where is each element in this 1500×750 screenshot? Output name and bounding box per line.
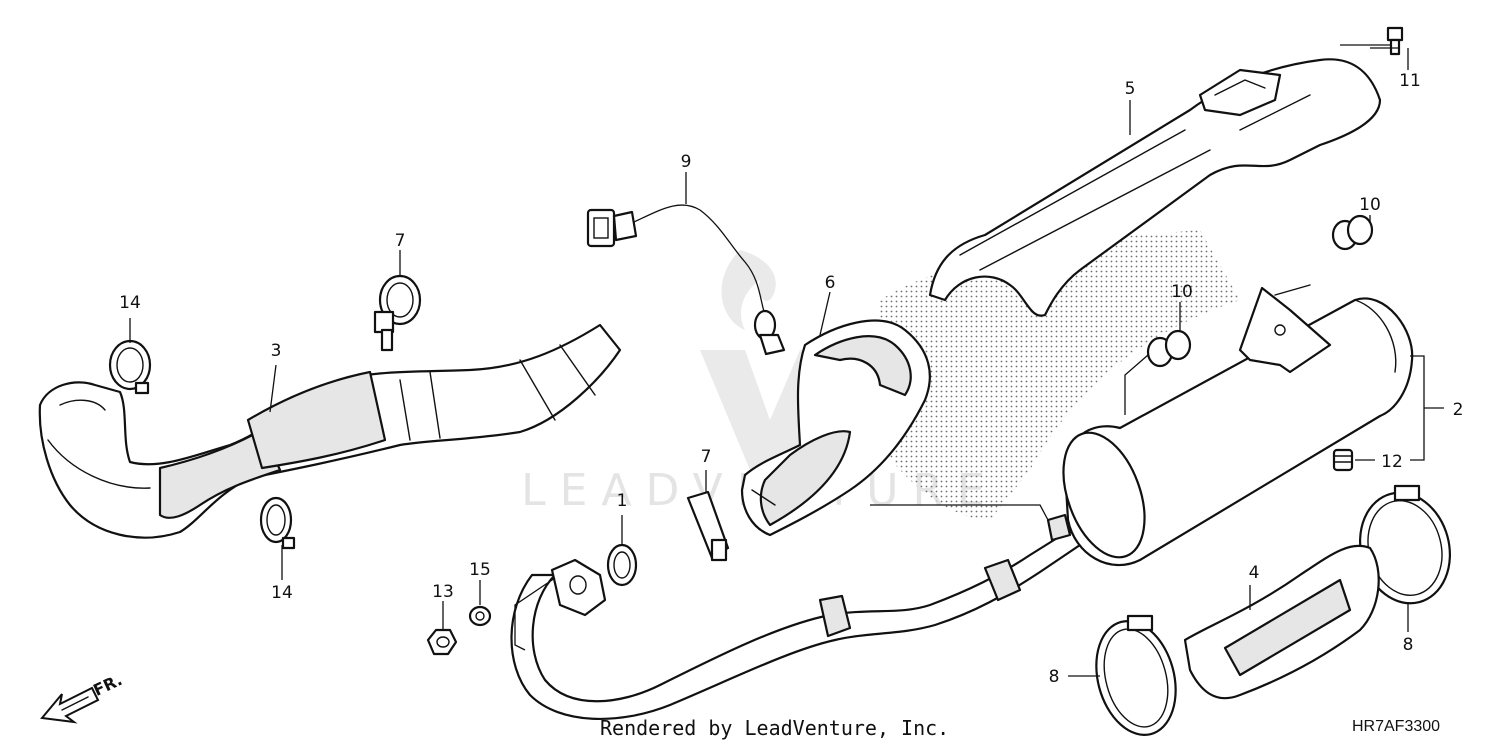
part-4-heat-shield (740, 319, 931, 537)
callout-1: 1 (617, 491, 628, 511)
part-12-drain-plug (1332, 448, 1354, 472)
callout-8: 8 (1403, 635, 1414, 655)
part-11-bolt (1386, 26, 1404, 56)
callout-labels: 14 3 14 7 9 6 5 11 10 10 2 12 7 1 15 13 … (119, 71, 1463, 687)
part-7-band-clamp-upper (373, 274, 422, 352)
front-direction-arrow: FR. (40, 670, 125, 724)
part-3-front-exhaust-pipe (38, 323, 622, 539)
callout-14: 14 (271, 583, 293, 603)
callout-13: 13 (432, 582, 454, 602)
part-15-washer (468, 605, 492, 627)
part-6-protector (1183, 544, 1380, 700)
callout-3: 3 (271, 341, 282, 361)
part-8-clamp-left (1095, 614, 1177, 736)
diagram-code: HR7AF3300 (1352, 718, 1441, 735)
callout-15: 15 (469, 560, 491, 580)
part-5-muffler-cover (928, 58, 1382, 317)
part-10-rubber-lower (1146, 329, 1192, 368)
part-2-exhaust-pipe (510, 528, 1082, 721)
callout-14: 14 (119, 293, 141, 313)
callout-4: 6 (825, 273, 836, 293)
part-14-clamp-upper (108, 339, 152, 395)
callout-7: 7 (701, 447, 712, 467)
render-credit: Rendered by LeadVenture, Inc. (600, 716, 950, 740)
part-9-oxygen-sensor (586, 204, 786, 356)
callout-10: 10 (1171, 282, 1193, 302)
part-10-rubber-upper (1331, 214, 1374, 251)
callout-9: 9 (681, 152, 692, 172)
callout-5: 5 (1125, 79, 1136, 99)
callout-2: 2 (1453, 400, 1464, 420)
callout-12: 12 (1381, 452, 1403, 472)
callout-7: 7 (395, 231, 406, 251)
heat-shield-shading (870, 230, 1240, 520)
part-14-clamp-lower (259, 496, 296, 550)
part-13-nut (426, 628, 458, 656)
leader-lines (129, 44, 1444, 677)
callout-11: 11 (1399, 71, 1421, 91)
callout-10: 10 (1359, 195, 1381, 215)
part-1-gasket (606, 543, 638, 587)
callout-6: 4 (1249, 563, 1260, 583)
part-2-muffler (1046, 284, 1414, 566)
front-label: FR. (90, 670, 125, 700)
callout-8: 8 (1049, 667, 1060, 687)
part-7-band-clamp-lower (686, 490, 730, 562)
